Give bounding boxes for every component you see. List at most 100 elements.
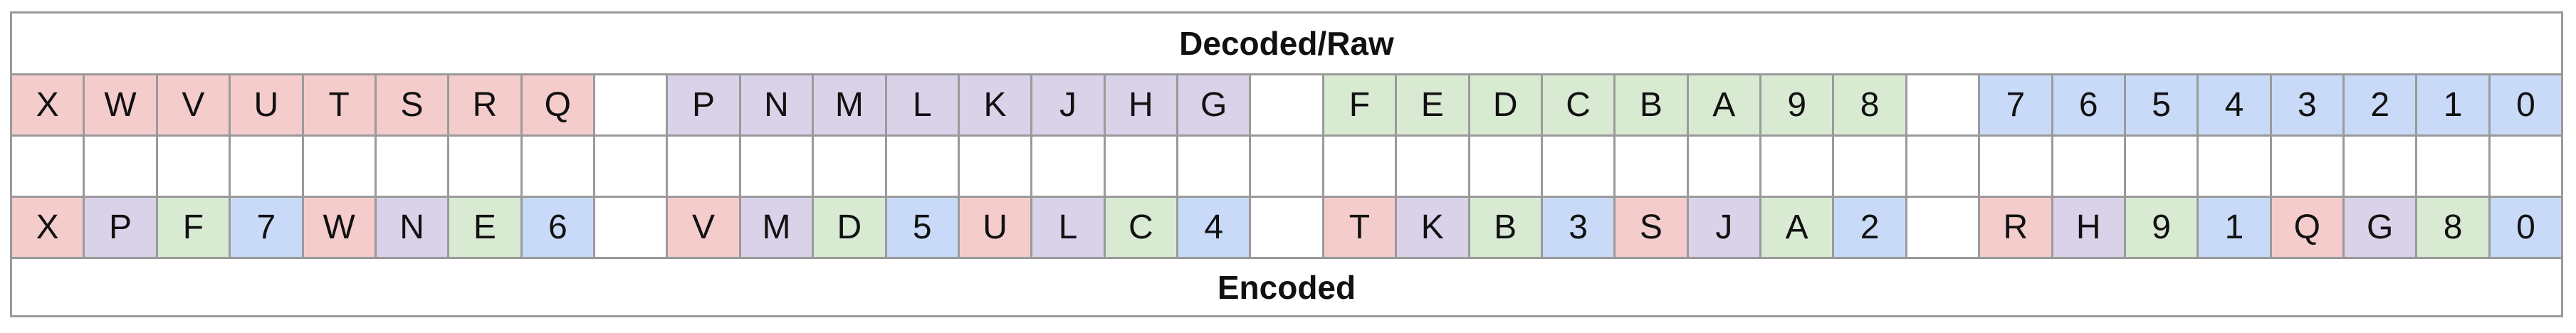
raw-cell: 9 xyxy=(1761,75,1835,134)
raw-cell: H xyxy=(1105,75,1178,134)
raw-cell: X xyxy=(12,75,85,134)
blank-cell xyxy=(157,137,231,196)
encoded-cell: G xyxy=(2345,198,2418,257)
blank-cell xyxy=(814,137,887,196)
encoded-cell: 3 xyxy=(1542,198,1616,257)
encoded-title: Encoded xyxy=(1217,269,1356,306)
blank-cell xyxy=(1761,137,1835,196)
blank-cell xyxy=(2490,137,2562,196)
raw-cell: A xyxy=(1688,75,1761,134)
raw-cell: 5 xyxy=(2125,75,2199,134)
blank-cell xyxy=(1178,137,1252,196)
blank-cell xyxy=(1542,137,1616,196)
encoded-cell: U xyxy=(959,198,1033,257)
encoded-cell xyxy=(595,198,669,257)
raw-cell: 3 xyxy=(2271,75,2345,134)
blank-cell xyxy=(376,137,450,196)
encoded-cell: 2 xyxy=(1834,198,1907,257)
encoded-cell: D xyxy=(814,198,887,257)
raw-cell xyxy=(595,75,669,134)
encoded-cell xyxy=(1251,198,1324,257)
encoded-cell: P xyxy=(85,198,158,257)
encoded-cell: K xyxy=(1397,198,1470,257)
raw-cell: G xyxy=(1178,75,1252,134)
encoded-cell: R xyxy=(1980,198,2053,257)
encoded-cell: 9 xyxy=(2125,198,2199,257)
raw-cell: D xyxy=(1470,75,1543,134)
raw-cell xyxy=(1251,75,1324,134)
raw-cell: J xyxy=(1032,75,1106,134)
encoded-cell: H xyxy=(2053,198,2126,257)
raw-cell: N xyxy=(740,75,815,134)
encoded-cell xyxy=(1907,198,1981,257)
raw-cell: U xyxy=(231,75,304,134)
raw-cell: 7 xyxy=(1980,75,2053,134)
blank-cell xyxy=(2125,137,2199,196)
blank-cell xyxy=(1397,137,1470,196)
blank-cell xyxy=(1688,137,1761,196)
raw-cell: 0 xyxy=(2490,75,2562,134)
raw-cell: 4 xyxy=(2199,75,2272,134)
encoded-cell: 4 xyxy=(1178,198,1252,257)
raw-cell: Q xyxy=(522,75,595,134)
encoded-cell: 1 xyxy=(2199,198,2272,257)
raw-cell: S xyxy=(376,75,450,134)
blank-cell xyxy=(2199,137,2272,196)
blank-cell xyxy=(2417,137,2491,196)
raw-cell: V xyxy=(157,75,231,134)
encoded-cell: J xyxy=(1688,198,1761,257)
blank-cell xyxy=(1834,137,1907,196)
blank-cell xyxy=(449,137,523,196)
raw-cell: T xyxy=(303,75,377,134)
raw-cell: 1 xyxy=(2417,75,2491,134)
raw-cell: L xyxy=(886,75,960,134)
spacer-row xyxy=(12,134,2562,196)
blank-cell xyxy=(522,137,595,196)
raw-cell: P xyxy=(668,75,741,134)
encoded-cell: X xyxy=(12,198,85,257)
blank-cell xyxy=(1980,137,2053,196)
blank-cell xyxy=(1907,137,1981,196)
raw-cell: 2 xyxy=(2345,75,2418,134)
encoded-cell: L xyxy=(1032,198,1106,257)
blank-cell xyxy=(2053,137,2126,196)
encoded-cell: N xyxy=(376,198,450,257)
raw-cell: B xyxy=(1616,75,1689,134)
blank-cell xyxy=(1251,137,1324,196)
raw-cell xyxy=(1907,75,1981,134)
encoded-cell: Q xyxy=(2271,198,2345,257)
encoded-cell: F xyxy=(157,198,231,257)
raw-cell: 6 xyxy=(2053,75,2126,134)
raw-cell: W xyxy=(85,75,158,134)
blank-cell xyxy=(1470,137,1543,196)
encoded-cell: W xyxy=(303,198,377,257)
blank-cell xyxy=(595,137,669,196)
encoded-cell: M xyxy=(740,198,815,257)
encoded-cell: V xyxy=(668,198,741,257)
blank-cell xyxy=(1105,137,1178,196)
raw-cell: C xyxy=(1542,75,1616,134)
blank-cell xyxy=(959,137,1033,196)
encoded-cell: 5 xyxy=(886,198,960,257)
blank-cell xyxy=(231,137,304,196)
raw-cell: E xyxy=(1397,75,1470,134)
blank-cell xyxy=(303,137,377,196)
encoded-cell: 8 xyxy=(2417,198,2491,257)
encoded-cell: E xyxy=(449,198,523,257)
raw-cell: 8 xyxy=(1834,75,1907,134)
encoded-cell: 0 xyxy=(2490,198,2562,257)
encoded-cell: A xyxy=(1761,198,1835,257)
encoded-cell: B xyxy=(1470,198,1543,257)
blank-cell xyxy=(85,137,158,196)
encoded-cell: S xyxy=(1616,198,1689,257)
blank-cell xyxy=(1616,137,1689,196)
blank-cell xyxy=(1032,137,1106,196)
decoded-raw-title: Decoded/Raw xyxy=(1179,25,1394,62)
encoded-cell: C xyxy=(1105,198,1178,257)
blank-cell xyxy=(886,137,960,196)
blank-cell xyxy=(1324,137,1398,196)
encoded-cell: 6 xyxy=(522,198,595,257)
raw-cell: K xyxy=(959,75,1033,134)
